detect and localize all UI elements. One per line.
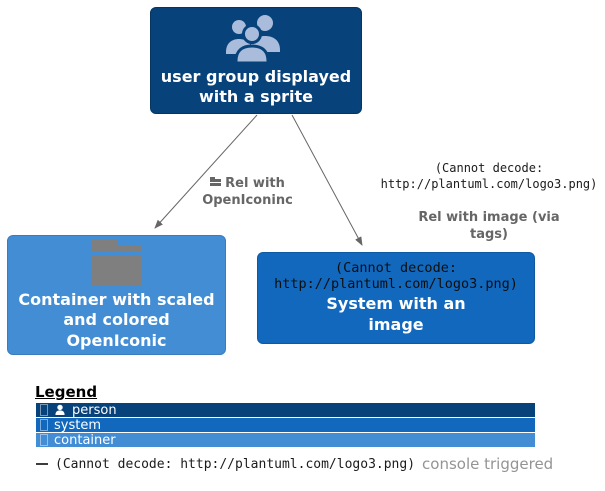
- missing-glyph-icon: [40, 404, 48, 416]
- legend-row-container: container: [36, 432, 535, 448]
- legend-row-label: system: [54, 417, 101, 433]
- node-label: System with an image: [326, 294, 466, 334]
- legend-row-label: person: [72, 402, 117, 418]
- line-sample: [36, 463, 48, 465]
- legend-relationship-entry: (Cannot decode: http://plantuml.com/logo…: [36, 455, 553, 473]
- node-container: Container with scaled and colored OpenIc…: [7, 235, 226, 355]
- edge-label-rel-image: (Cannot decode: http://plantuml.com/logo…: [378, 144, 600, 261]
- folder-icon: [210, 176, 222, 186]
- legend-row-label: container: [54, 432, 116, 448]
- node-label: Container with scaled and colored OpenIc…: [18, 289, 215, 350]
- legend-row-system: system: [36, 417, 535, 433]
- edge-label-text: Rel with image (via tags): [418, 210, 560, 243]
- user-group-sprite-icon: [226, 14, 280, 64]
- edge-label-text: Rel with OpenIconinc: [202, 175, 293, 208]
- image-decode-error: (Cannot decode: http://plantuml.com/logo…: [274, 259, 518, 292]
- legend-note-label: console triggered: [422, 455, 554, 473]
- edge-label-rel-openiconic: Rel with OpenIconinc: [180, 159, 315, 210]
- missing-glyph-icon: [40, 419, 48, 431]
- missing-glyph-icon: [40, 434, 48, 446]
- folder-icon: [91, 238, 142, 286]
- node-user-group: user group displayed with a sprite: [150, 7, 362, 114]
- legend-row-person: person: [36, 402, 535, 418]
- node-system: (Cannot decode: http://plantuml.com/logo…: [257, 252, 535, 344]
- person-icon: [55, 404, 65, 415]
- image-decode-error: (Cannot decode: http://plantuml.com/logo…: [380, 160, 598, 191]
- image-decode-error: (Cannot decode: http://plantuml.com/logo…: [55, 456, 416, 472]
- legend: person system container: [36, 403, 535, 448]
- legend-title: Legend: [35, 383, 98, 401]
- node-label: user group displayed with a sprite: [160, 66, 352, 106]
